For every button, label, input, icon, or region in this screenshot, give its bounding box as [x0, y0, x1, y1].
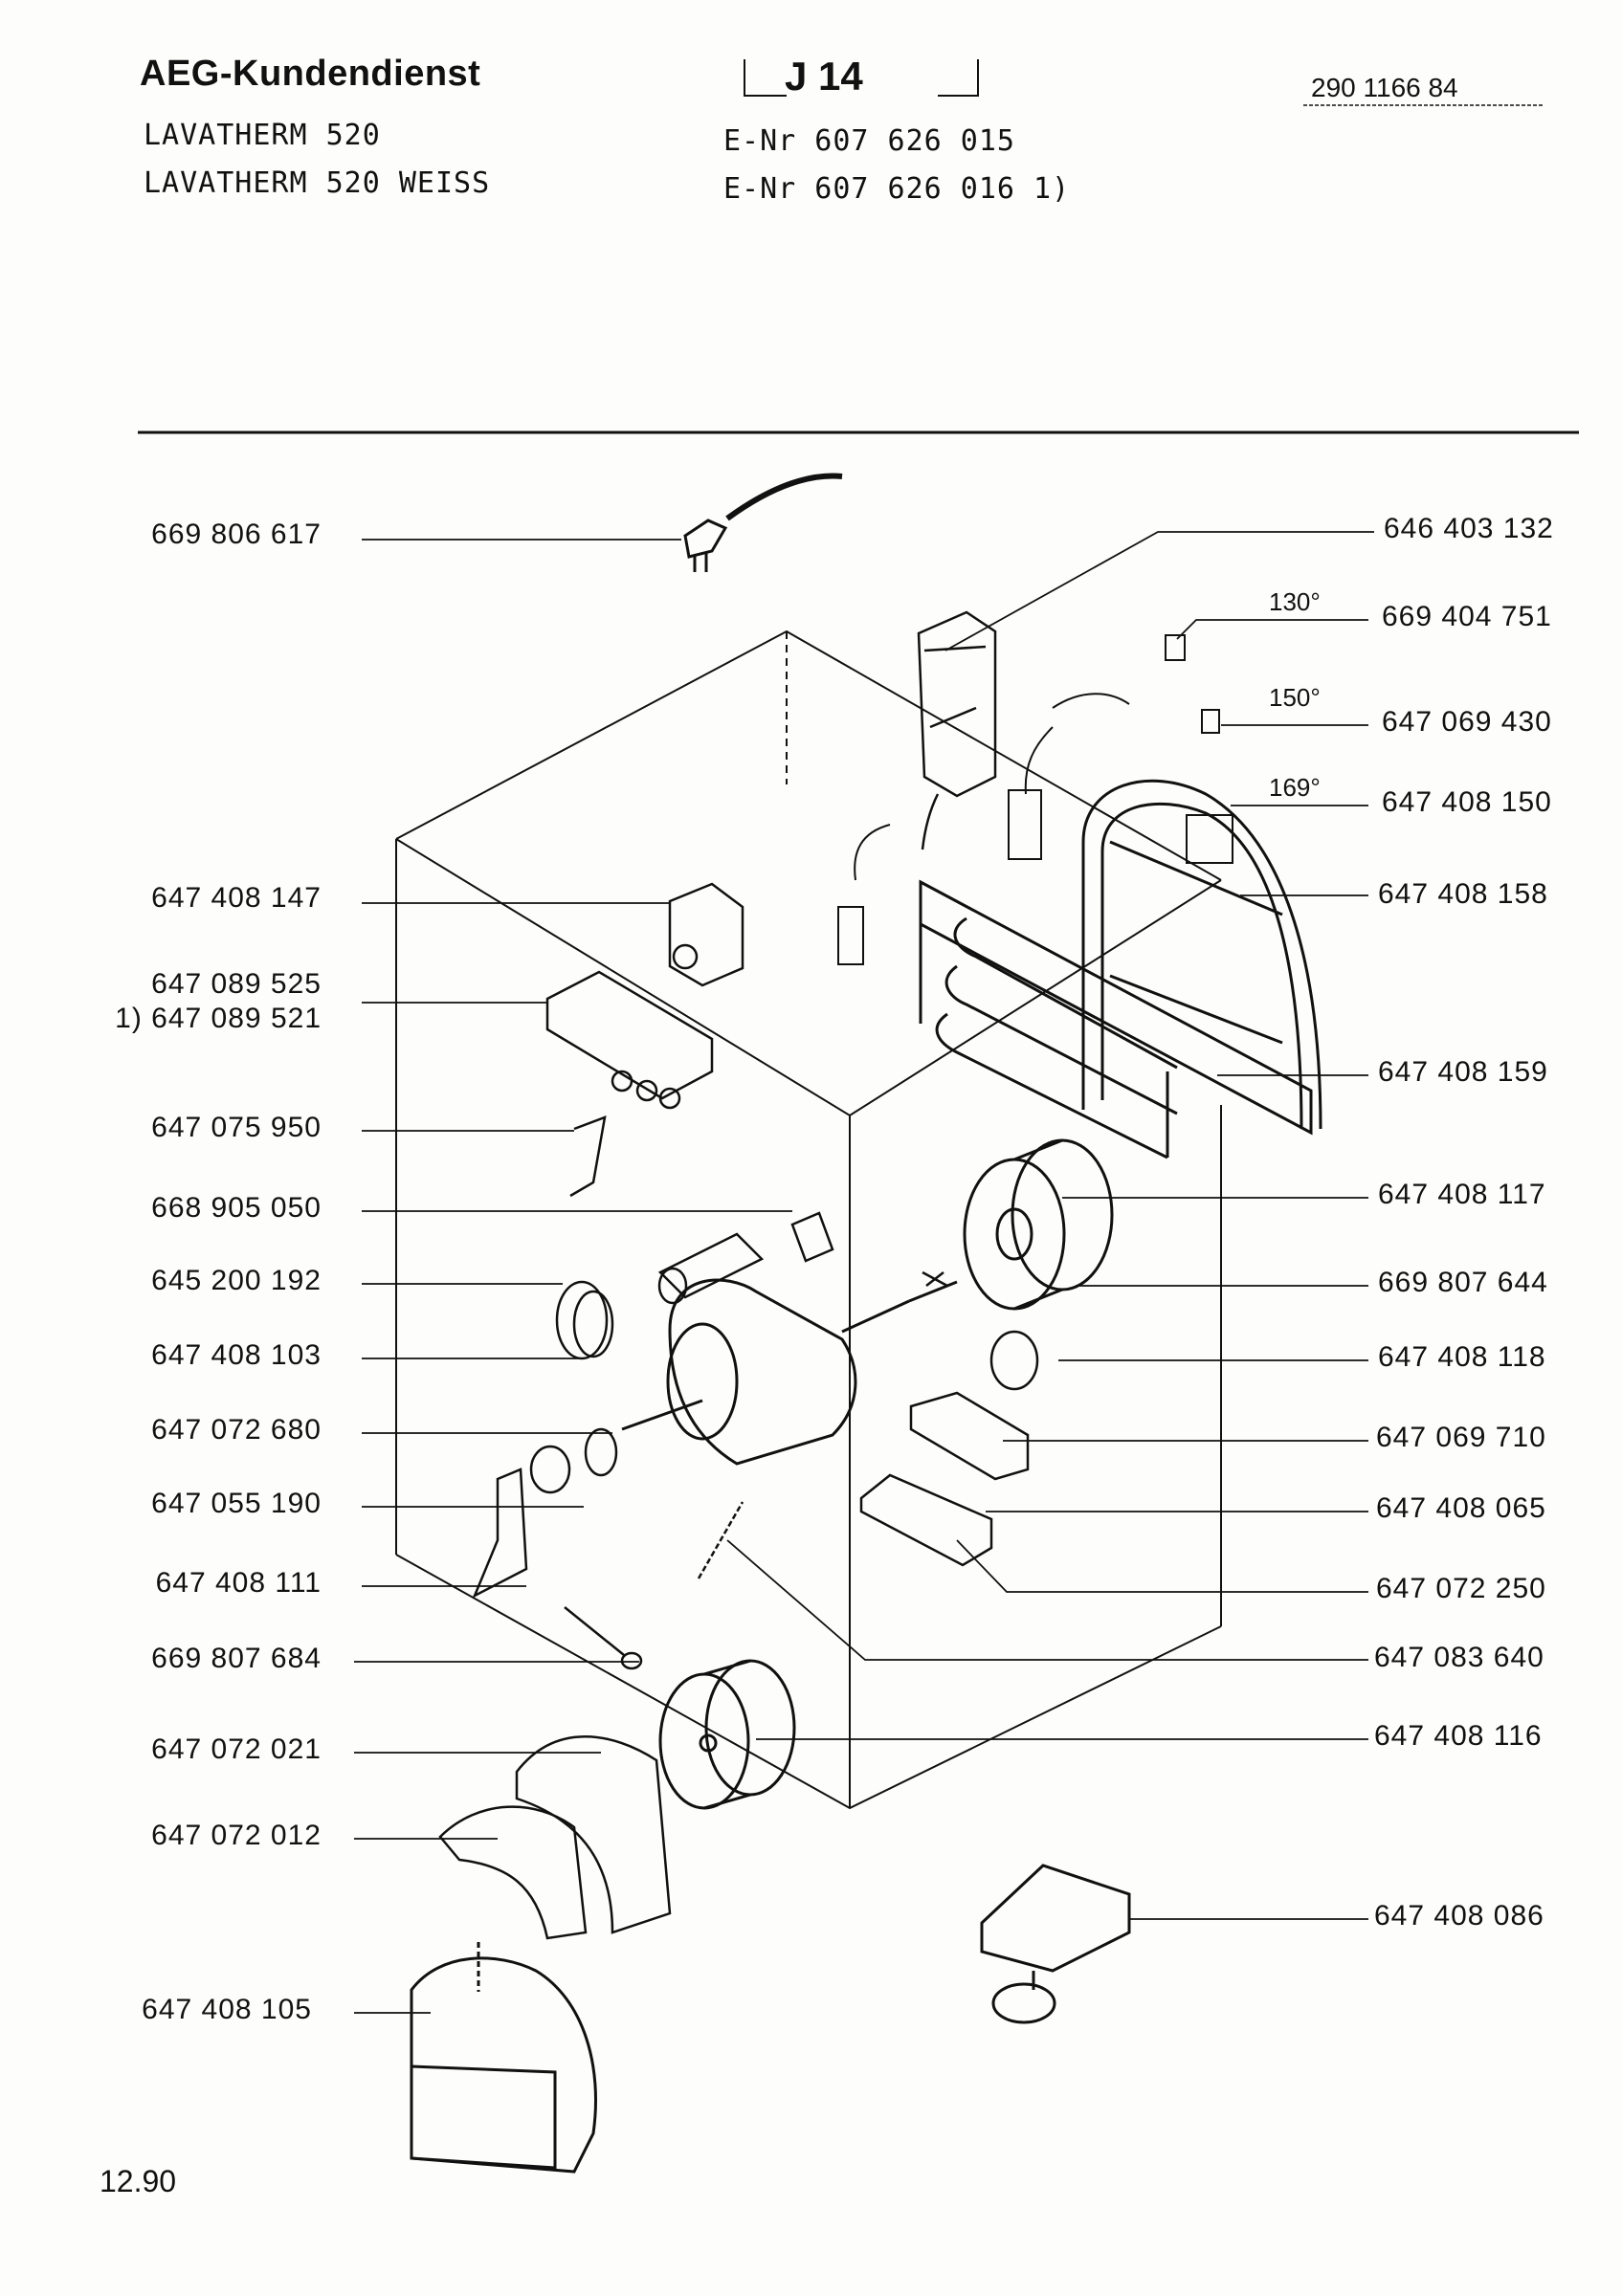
- cabinet-frame: [395, 629, 1222, 1810]
- door-switch: [569, 1115, 607, 1198]
- model-name-2: LAVATHERM 520 WEISS: [144, 166, 491, 200]
- cover-plate: [859, 1473, 993, 1567]
- part-number-left: 647 408 105: [142, 1994, 312, 2025]
- part-number-left: 647 408 111: [155, 1567, 322, 1599]
- part-number-left: 647 408 103: [151, 1339, 322, 1371]
- control-module: [917, 610, 997, 850]
- program-switch: [545, 970, 714, 1110]
- leader-lines-left: [354, 539, 792, 2014]
- part-number-right: 647 408 118: [1378, 1341, 1546, 1373]
- small-fan: [989, 1330, 1039, 1391]
- part-number-left: 645 200 192: [151, 1265, 322, 1296]
- part-number-right: 647 072 250: [1376, 1573, 1546, 1604]
- blower-wheel: [963, 1138, 1114, 1311]
- temp-label-150: 150°: [1269, 683, 1321, 712]
- capacitor: [657, 1232, 765, 1305]
- part-number-left: 647 072 021: [151, 1733, 322, 1765]
- part-number-left: 669 807 684: [151, 1643, 322, 1674]
- power-cord-plug: [683, 473, 843, 572]
- brand-title: AEG-Kundendienst: [140, 54, 481, 94]
- pulley: [555, 1280, 614, 1360]
- part-number-right: 647 408 065: [1376, 1492, 1546, 1524]
- timer-motor: [668, 882, 744, 987]
- part-number-right: 669 807 644: [1378, 1267, 1548, 1298]
- fan-housing: [438, 1735, 672, 1940]
- relay: [790, 1211, 834, 1263]
- part-number-right: 647 083 640: [1374, 1642, 1544, 1673]
- temp-label-130: 130°: [1269, 587, 1321, 616]
- pump-assembly: [980, 1864, 1131, 2024]
- tension-spring: [697, 1501, 744, 1579]
- part-number-right: 647 408 117: [1378, 1179, 1546, 1210]
- screw: [564, 1606, 643, 1670]
- motor-bracket: [472, 1468, 528, 1599]
- revision-date: 12.90: [100, 2164, 177, 2198]
- part-number-right: 647 408 116: [1374, 1720, 1543, 1752]
- part-number-right: 647 408 159: [1378, 1056, 1548, 1088]
- part-number-right: 647 408 150: [1382, 786, 1552, 818]
- part-number-left: 668 905 050: [151, 1192, 322, 1224]
- thermostat-150: [1201, 709, 1220, 734]
- part-number-left: 647 075 950: [151, 1112, 322, 1143]
- clip-ring: [529, 1445, 571, 1494]
- enr-line-1: E-Nr 607 626 015: [723, 124, 1015, 158]
- heating-element: [919, 879, 1313, 1159]
- process-fan: [658, 1659, 796, 1810]
- part-number-left: 647 072 680: [151, 1414, 322, 1446]
- bearing-washer: [584, 1427, 618, 1477]
- part-number-left: 647 055 190: [151, 1488, 322, 1519]
- part-number-left: 1) 647 089 521: [115, 1003, 322, 1034]
- section-code: J 14: [785, 54, 863, 99]
- part-number-left: 647 408 147: [151, 882, 322, 914]
- part-number-left: 647 089 525: [151, 968, 322, 1000]
- part-number-right: 647 408 086: [1374, 1900, 1544, 1932]
- heater-bracket: [1081, 779, 1322, 1130]
- thermostat-130: [1165, 634, 1186, 661]
- belt-guide: [909, 1391, 1030, 1481]
- part-number-right: 647 408 158: [1378, 878, 1548, 910]
- part-number-right: 647 069 430: [1382, 706, 1552, 738]
- wiring-harness: [837, 693, 1130, 965]
- part-number-right: 647 069 710: [1376, 1422, 1546, 1453]
- retaining-clip: [922, 1270, 948, 1288]
- drive-motor: [621, 1278, 958, 1466]
- enr-line-2: E-Nr 607 626 016 1): [723, 172, 1071, 206]
- part-number-right: 669 404 751: [1382, 601, 1552, 632]
- model-name-1: LAVATHERM 520: [144, 119, 381, 152]
- leader-lines-right: [726, 531, 1374, 1920]
- part-number-left: 669 806 617: [151, 519, 322, 550]
- document-number: 290 1166 84: [1311, 73, 1458, 102]
- lint-filter: [410, 1942, 597, 2174]
- thermostat-169: [1186, 814, 1233, 864]
- part-number-right: 646 403 132: [1384, 513, 1554, 544]
- temp-label-169: 169°: [1269, 773, 1321, 802]
- part-number-left: 647 072 012: [151, 1820, 322, 1851]
